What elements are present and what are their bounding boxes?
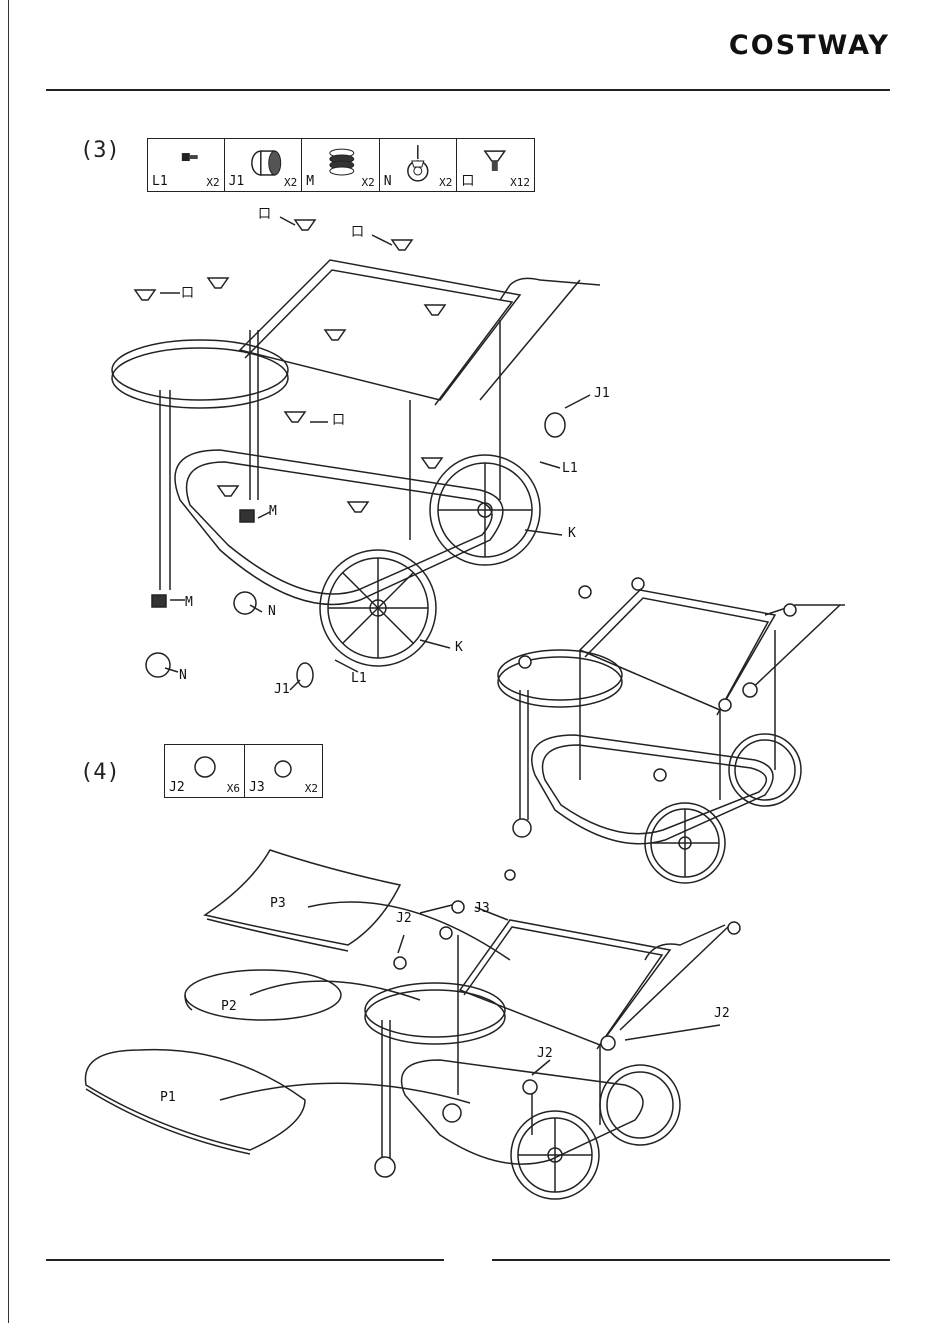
part-code: J3 xyxy=(249,780,265,795)
callout-k: K xyxy=(568,527,576,540)
callout-holder: 口 xyxy=(332,414,345,427)
part-code: N xyxy=(384,174,392,189)
part-code: 口 xyxy=(461,170,474,189)
step-3-assembled-cart xyxy=(495,570,865,890)
part-cell-n: N X2 xyxy=(380,139,458,191)
part-cell-j2: J2 X6 xyxy=(165,745,245,797)
callout-n: N xyxy=(179,669,187,682)
footer-rule-right xyxy=(492,1259,890,1261)
callout-holder: 口 xyxy=(258,208,271,221)
callout-k: K xyxy=(455,641,463,654)
step-4-parts-box: J2 X6 J3 X2 xyxy=(164,744,323,798)
header-rule xyxy=(46,89,890,91)
part-cell-j1: J1 X2 xyxy=(225,139,303,191)
part-qty: X12 xyxy=(510,176,530,189)
part-cell-m: M X2 xyxy=(302,139,380,191)
part-qty: X2 xyxy=(206,176,219,189)
callout-m: M xyxy=(269,505,277,518)
step-3-parts-box: L1 X2 J1 X2 M X2 xyxy=(147,138,535,192)
callout-j1: J1 xyxy=(594,387,610,400)
callout-p1: P1 xyxy=(160,1091,176,1104)
part-code: M xyxy=(306,174,314,189)
callout-holder: 口 xyxy=(181,287,194,300)
callout-j3: J3 xyxy=(474,902,490,915)
part-cell-j3: J3 X2 xyxy=(245,745,322,797)
part-qty: X2 xyxy=(305,782,318,795)
step-4-label: (4) xyxy=(80,760,120,785)
callout-n: N xyxy=(268,605,276,618)
part-qty: X2 xyxy=(439,176,452,189)
part-qty: X6 xyxy=(227,782,240,795)
step-3-label: (3) xyxy=(80,138,120,163)
step-4-exploded-diagram xyxy=(80,845,780,1215)
part-code: J2 xyxy=(169,780,185,795)
part-qty: X2 xyxy=(362,176,375,189)
part-code: J1 xyxy=(229,174,245,189)
callout-holder: 口 xyxy=(351,226,364,239)
brand-logo: COSTWAY xyxy=(729,30,890,61)
callout-j2: J2 xyxy=(396,912,412,925)
callout-l1: L1 xyxy=(562,462,578,475)
callout-j2: J2 xyxy=(537,1047,553,1060)
callout-l1: L1 xyxy=(351,672,367,685)
callout-p2: P2 xyxy=(221,1000,237,1013)
callout-j1: J1 xyxy=(274,683,290,696)
part-qty: X2 xyxy=(284,176,297,189)
callout-m: M xyxy=(185,596,193,609)
page-edge xyxy=(8,0,9,1323)
callout-p3: P3 xyxy=(270,897,286,910)
callout-j2: J2 xyxy=(714,1007,730,1020)
part-cell-holder: 口 X12 xyxy=(457,139,534,191)
part-cell-l1: L1 X2 xyxy=(148,139,225,191)
footer-rule-left xyxy=(46,1259,444,1261)
part-code: L1 xyxy=(152,174,168,189)
